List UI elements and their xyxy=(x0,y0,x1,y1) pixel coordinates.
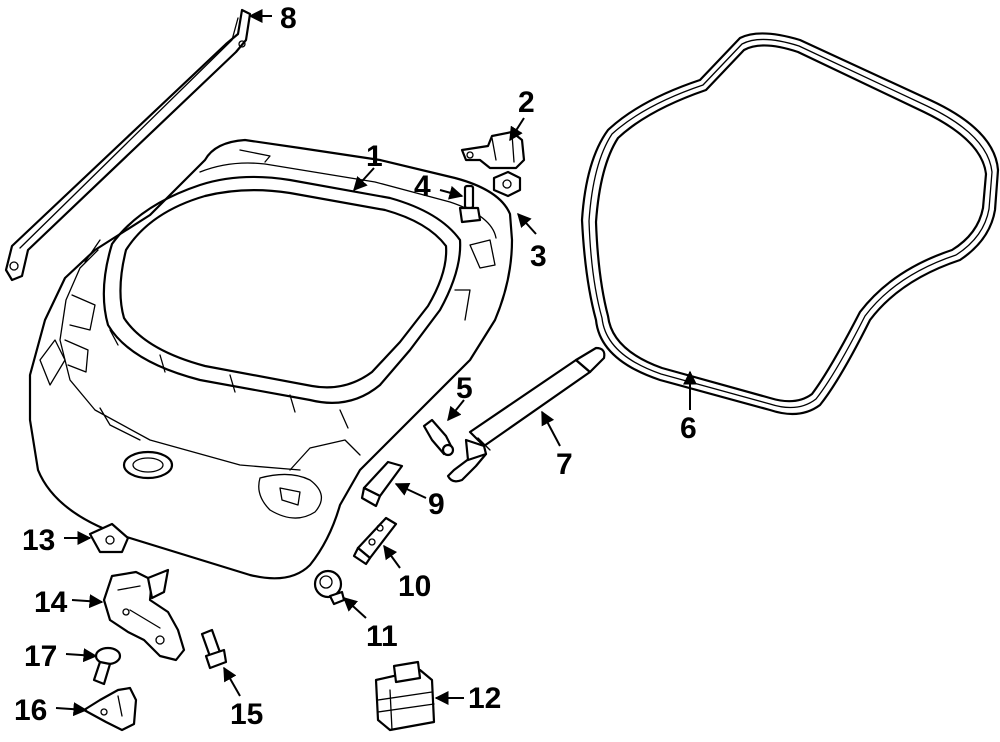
leader-11 xyxy=(342,597,367,619)
callout-7: 7 xyxy=(556,448,573,481)
leader-4 xyxy=(439,185,464,200)
leader-lines xyxy=(55,9,697,717)
callout-1: 1 xyxy=(366,140,383,173)
part-8-strip xyxy=(4,8,252,282)
part-4-bolt xyxy=(458,184,482,224)
part-16-hook xyxy=(82,686,138,732)
leader-3 xyxy=(517,212,537,235)
part-1-liftgate xyxy=(28,138,514,580)
callout-12: 12 xyxy=(468,682,501,715)
part-17-screw xyxy=(92,646,122,686)
part-11-bumper xyxy=(313,569,346,606)
callout-17: 17 xyxy=(24,640,57,673)
part-3-nut xyxy=(492,170,522,198)
part-12-switch xyxy=(374,660,436,732)
callout-11: 11 xyxy=(366,620,398,653)
callout-3: 3 xyxy=(530,240,547,273)
leader-5 xyxy=(447,399,465,422)
callout-5: 5 xyxy=(456,372,473,405)
leader-9 xyxy=(394,482,427,499)
part-15-bolt xyxy=(200,628,228,670)
callout-10: 10 xyxy=(398,570,431,603)
leader-17 xyxy=(65,648,98,663)
callout-4: 4 xyxy=(414,170,431,203)
leader-16 xyxy=(55,702,88,717)
callout-labels: 8 1 2 4 3 6 5 7 9 10 11 12 13 14 15 16 1… xyxy=(14,2,697,731)
part-14-latch xyxy=(102,568,186,662)
leader-10 xyxy=(383,544,401,569)
leader-15 xyxy=(223,666,241,697)
part-5-ball-stud xyxy=(422,418,455,457)
leader-7 xyxy=(541,410,561,447)
callout-2: 2 xyxy=(518,86,535,119)
part-7-gas-strut xyxy=(446,346,606,483)
callout-15: 15 xyxy=(230,698,263,731)
callout-8: 8 xyxy=(280,2,297,35)
callout-14: 14 xyxy=(34,586,68,619)
leader-14 xyxy=(71,594,104,609)
callout-9: 9 xyxy=(428,488,445,521)
part-9-block xyxy=(360,460,404,508)
part-10-bracket xyxy=(352,516,398,566)
part-13-plate xyxy=(88,522,130,554)
leader-1 xyxy=(353,167,375,192)
part-6-weatherstrip xyxy=(580,32,1000,416)
leader-2 xyxy=(509,117,525,142)
callout-6: 6 xyxy=(680,412,697,445)
part-2-hinge xyxy=(460,130,526,170)
callout-16: 16 xyxy=(14,694,47,727)
callout-13: 13 xyxy=(22,524,55,557)
